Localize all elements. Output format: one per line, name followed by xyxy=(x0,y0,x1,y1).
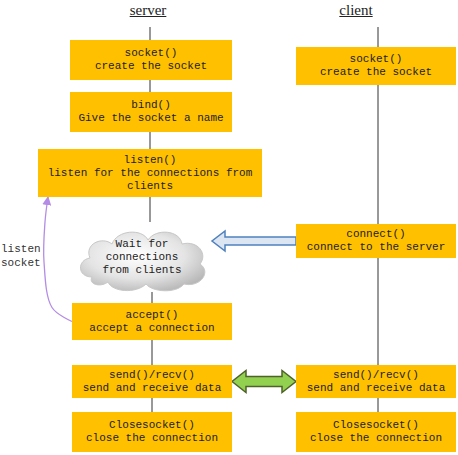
process-box: Closesocket()close the connection xyxy=(296,412,456,452)
lifeline xyxy=(150,27,151,40)
lifeline-connector xyxy=(152,398,153,412)
lifeline-connector xyxy=(152,292,153,303)
function-name: listen() xyxy=(124,154,177,167)
lifeline-connector xyxy=(150,80,151,92)
curved-arrow xyxy=(44,197,72,322)
function-name: connect() xyxy=(346,228,405,241)
node-text: send and receive data xyxy=(83,382,222,395)
process-box: bind()Give the socket a name xyxy=(70,92,232,132)
process-box: connect()connect to the server xyxy=(296,224,456,258)
lifeline-connector xyxy=(150,132,151,149)
process-box: accept()accept a connection xyxy=(72,303,232,340)
process-box: send()/recv()send and receive data xyxy=(296,365,456,398)
process-box: send()/recv()send and receive data xyxy=(72,365,232,398)
process-box: listen()listen for the connections from … xyxy=(38,149,262,197)
node-text: close the connection xyxy=(86,432,218,445)
process-box: socket()create the socket xyxy=(296,47,456,85)
function-name: Closesocket() xyxy=(109,419,195,432)
lifeline-connector xyxy=(152,340,153,365)
block-arrow xyxy=(232,371,296,393)
node-text: listen for the connections from clients xyxy=(41,167,259,193)
function-name: bind() xyxy=(131,99,171,112)
function-name: send()/recv() xyxy=(109,369,195,382)
node-text: create the socket xyxy=(95,60,207,73)
lifeline-connector xyxy=(378,85,379,224)
wait-cloud: Wait for connections from clients xyxy=(72,222,212,292)
lifeline-connector xyxy=(150,197,151,222)
column-heading: server xyxy=(108,2,188,19)
process-box: socket()create the socket xyxy=(70,40,232,80)
node-text: Give the socket a name xyxy=(78,112,223,125)
function-name: Closesocket() xyxy=(333,419,419,432)
edge-label: listen socket xyxy=(1,242,43,270)
lifeline xyxy=(378,27,379,47)
function-name: socket() xyxy=(125,47,178,60)
node-text: close the connection xyxy=(310,432,442,445)
node-text: connect to the server xyxy=(307,241,446,254)
block-arrow xyxy=(212,231,296,251)
column-heading: client xyxy=(316,2,396,19)
node-text: send and receive data xyxy=(307,382,446,395)
node-text: create the socket xyxy=(320,66,432,79)
cloud-outline xyxy=(80,232,204,291)
lifeline-connector xyxy=(378,398,379,412)
function-name: socket() xyxy=(350,53,403,66)
lifeline-connector xyxy=(378,258,379,365)
function-name: send()/recv() xyxy=(333,369,419,382)
function-name: accept() xyxy=(126,309,179,322)
process-box: Closesocket()close the connection xyxy=(72,412,232,452)
node-text: Wait for connections from clients xyxy=(94,238,190,277)
node-text: accept a connection xyxy=(89,322,214,335)
